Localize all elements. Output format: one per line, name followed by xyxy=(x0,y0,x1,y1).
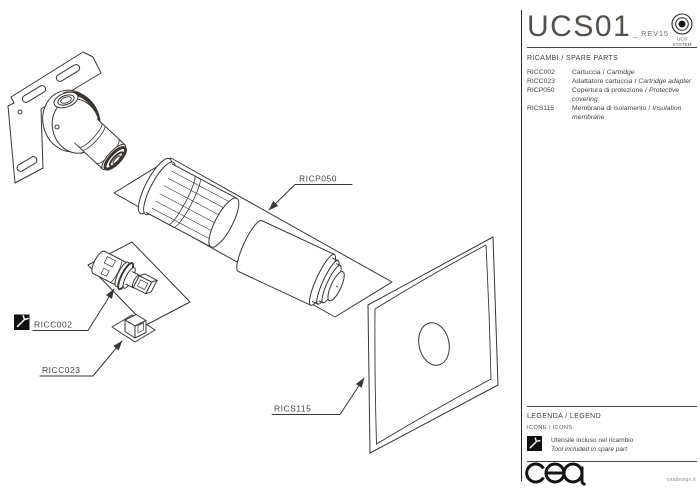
spare-part-row: RICC023 Adattatore cartuccia/Cartridge a… xyxy=(527,77,697,86)
leader-ricc023 xyxy=(39,340,123,377)
spare-parts-heading: RICAMBI / SPARE PARTS xyxy=(527,55,619,62)
callout-rics115: RICS115 xyxy=(274,404,311,414)
legend-text-en: Tool included in spare part xyxy=(551,446,628,453)
cartridge-adapter-drawing xyxy=(124,314,147,339)
bullseye-icon xyxy=(671,13,693,35)
legend-heading: LEGENDA / LEGEND xyxy=(527,413,602,420)
separator: / xyxy=(602,69,605,76)
legend-top-rule xyxy=(527,406,697,407)
callout-ricc002: RICC002 xyxy=(34,320,72,330)
separator: / xyxy=(648,105,651,112)
cartridge-adapter-frame xyxy=(111,314,156,343)
part-name: Cartuccia/Cartridge xyxy=(572,68,635,77)
part-name-it: Membrana di isolamento xyxy=(572,105,647,112)
footer: ceadesign.it xyxy=(524,459,697,489)
legend-block: LEGENDA / LEGEND ICONE / ICONS Utensile … xyxy=(527,402,697,462)
tool-icon xyxy=(14,314,30,330)
legend-bottom-rule xyxy=(527,461,697,462)
part-name-en: Protective covering xyxy=(572,87,680,103)
protective-cover-cap-drawing xyxy=(137,157,240,248)
part-name: Membrana di isolamento/Insulation membra… xyxy=(572,104,697,122)
callout-ricp050: RICP050 xyxy=(299,174,337,184)
part-name-en: Cartridge xyxy=(606,69,635,76)
revision-label: _ REV15 xyxy=(633,29,669,38)
badge-line1: UCS xyxy=(677,37,687,42)
legend-item: Utensile incluso nel ricambio Tool inclu… xyxy=(527,436,697,454)
leader-ricc002 xyxy=(32,288,115,331)
cartridge-frame xyxy=(87,241,191,326)
separator: / xyxy=(645,87,647,94)
valve-spout xyxy=(74,118,127,171)
icons-heading: ICONE / ICONS xyxy=(527,425,573,431)
part-code: RICC023 xyxy=(527,78,555,85)
ucs-system-badge: UCS SYSTEM xyxy=(671,13,693,47)
part-name-it: Cartuccia xyxy=(572,69,601,76)
part-code: RICP050 xyxy=(527,87,555,94)
badge-line2: SYSTEM xyxy=(673,42,692,47)
spare-part-row: RICC002 Cartuccia/Cartridge xyxy=(527,68,697,77)
page-title: UCS01 xyxy=(527,10,632,43)
mounting-bracket-drawing xyxy=(7,51,102,184)
cartridge-drawing xyxy=(91,250,158,295)
legend-item-text: Utensile incluso nel ricambio Tool inclu… xyxy=(551,436,633,454)
part-name-it: Copertura di protezione xyxy=(572,87,644,94)
legend-text-it: Utensile incluso nel ricambio xyxy=(551,437,634,444)
part-name: Copertura di protezione/Protective cover… xyxy=(572,86,697,104)
title-block: UCS01_ REV15 xyxy=(527,11,697,43)
separator: / xyxy=(634,78,637,85)
protective-cover-tube-drawing xyxy=(236,219,345,306)
valve-body-drawing xyxy=(42,89,127,171)
valve-top-port xyxy=(53,91,79,109)
spare-part-row: RICS115 Membrana di isolamento/Insulatio… xyxy=(527,104,697,122)
info-panel: UCS01_ REV15 UCS SYSTEM RICAMBI / SPARE … xyxy=(521,0,700,491)
panel-divider xyxy=(521,10,522,481)
callout-ricc023: RICC023 xyxy=(42,365,80,375)
spare-parts-list: RICC002 Cartuccia/Cartridge RICC023 Adat… xyxy=(527,68,697,122)
part-code: RICS115 xyxy=(527,105,555,112)
part-name: Adattatore cartuccia/Cartridge adapter xyxy=(572,77,691,86)
part-name-it: Adattatore cartuccia xyxy=(572,78,633,85)
title-rule xyxy=(527,47,697,48)
part-name-en: Cartridge adapter xyxy=(638,78,692,85)
leader-ricp050 xyxy=(268,184,353,211)
spare-part-row: RICP050 Copertura di protezione/Protecti… xyxy=(527,86,697,104)
website-url: ceadesign.it xyxy=(666,477,696,483)
membrane-drawing xyxy=(367,236,499,454)
part-name-en: Insulation membrane xyxy=(572,105,682,121)
part-code: RICC002 xyxy=(527,69,555,76)
exploded-diagram: RICP050 RICC002 RICC023 RICS115 xyxy=(7,51,499,454)
leader-rics115 xyxy=(271,377,365,415)
cea-logo xyxy=(525,462,586,486)
tool-icon xyxy=(527,436,542,451)
